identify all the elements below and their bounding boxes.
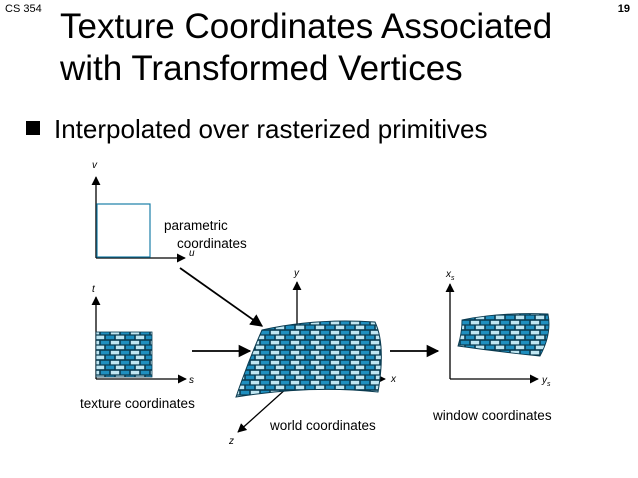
z-axis-label: z xyxy=(228,436,234,447)
slide-title-line-1: Texture Coordinates Associated xyxy=(60,7,553,46)
course-label: CS 354 xyxy=(5,3,42,15)
parametric-label-line-1: parametric xyxy=(164,218,228,233)
param-to-world-arrow xyxy=(179,267,264,327)
slide-title: Texture Coordinates Associated with Tran… xyxy=(60,6,620,90)
textured-surface xyxy=(235,320,382,398)
window-coordinates-panel: xs ys window coordinates xyxy=(432,269,552,423)
u-axis-label: u xyxy=(189,248,195,259)
projected-surface xyxy=(457,313,550,357)
slide-title-line-2: with Transformed Vertices xyxy=(60,49,463,88)
texture-coordinates-label: texture coordinates xyxy=(80,396,195,411)
y-axis-label: y xyxy=(293,268,300,279)
xs-axis-label: xs xyxy=(445,269,455,282)
t-axis-label: t xyxy=(92,284,96,295)
parametric-coordinates-panel: v u parametric coordinates xyxy=(91,160,247,263)
world-coordinates-label: world coordinates xyxy=(269,418,376,433)
brick-texture-image xyxy=(95,331,153,378)
square-bullet-icon xyxy=(26,121,40,135)
texture-coordinates-panel: t s texture coordinates xyxy=(80,284,195,411)
v-axis-label: v xyxy=(92,160,98,171)
parametric-label-line-2: coordinates xyxy=(177,236,247,251)
bullet-item: Interpolated over rasterized primitives xyxy=(26,112,488,146)
x-axis-label: x xyxy=(390,374,397,385)
unit-square xyxy=(96,203,151,258)
page-number: 19 xyxy=(617,3,630,15)
window-coordinates-label: window coordinates xyxy=(432,408,552,423)
ys-axis-label: ys xyxy=(541,375,551,388)
world-coordinates-panel: y x z world coordinates xyxy=(228,268,397,447)
s-axis-label: s xyxy=(189,375,194,386)
bullet-text: Interpolated over rasterized primitives xyxy=(54,114,488,144)
